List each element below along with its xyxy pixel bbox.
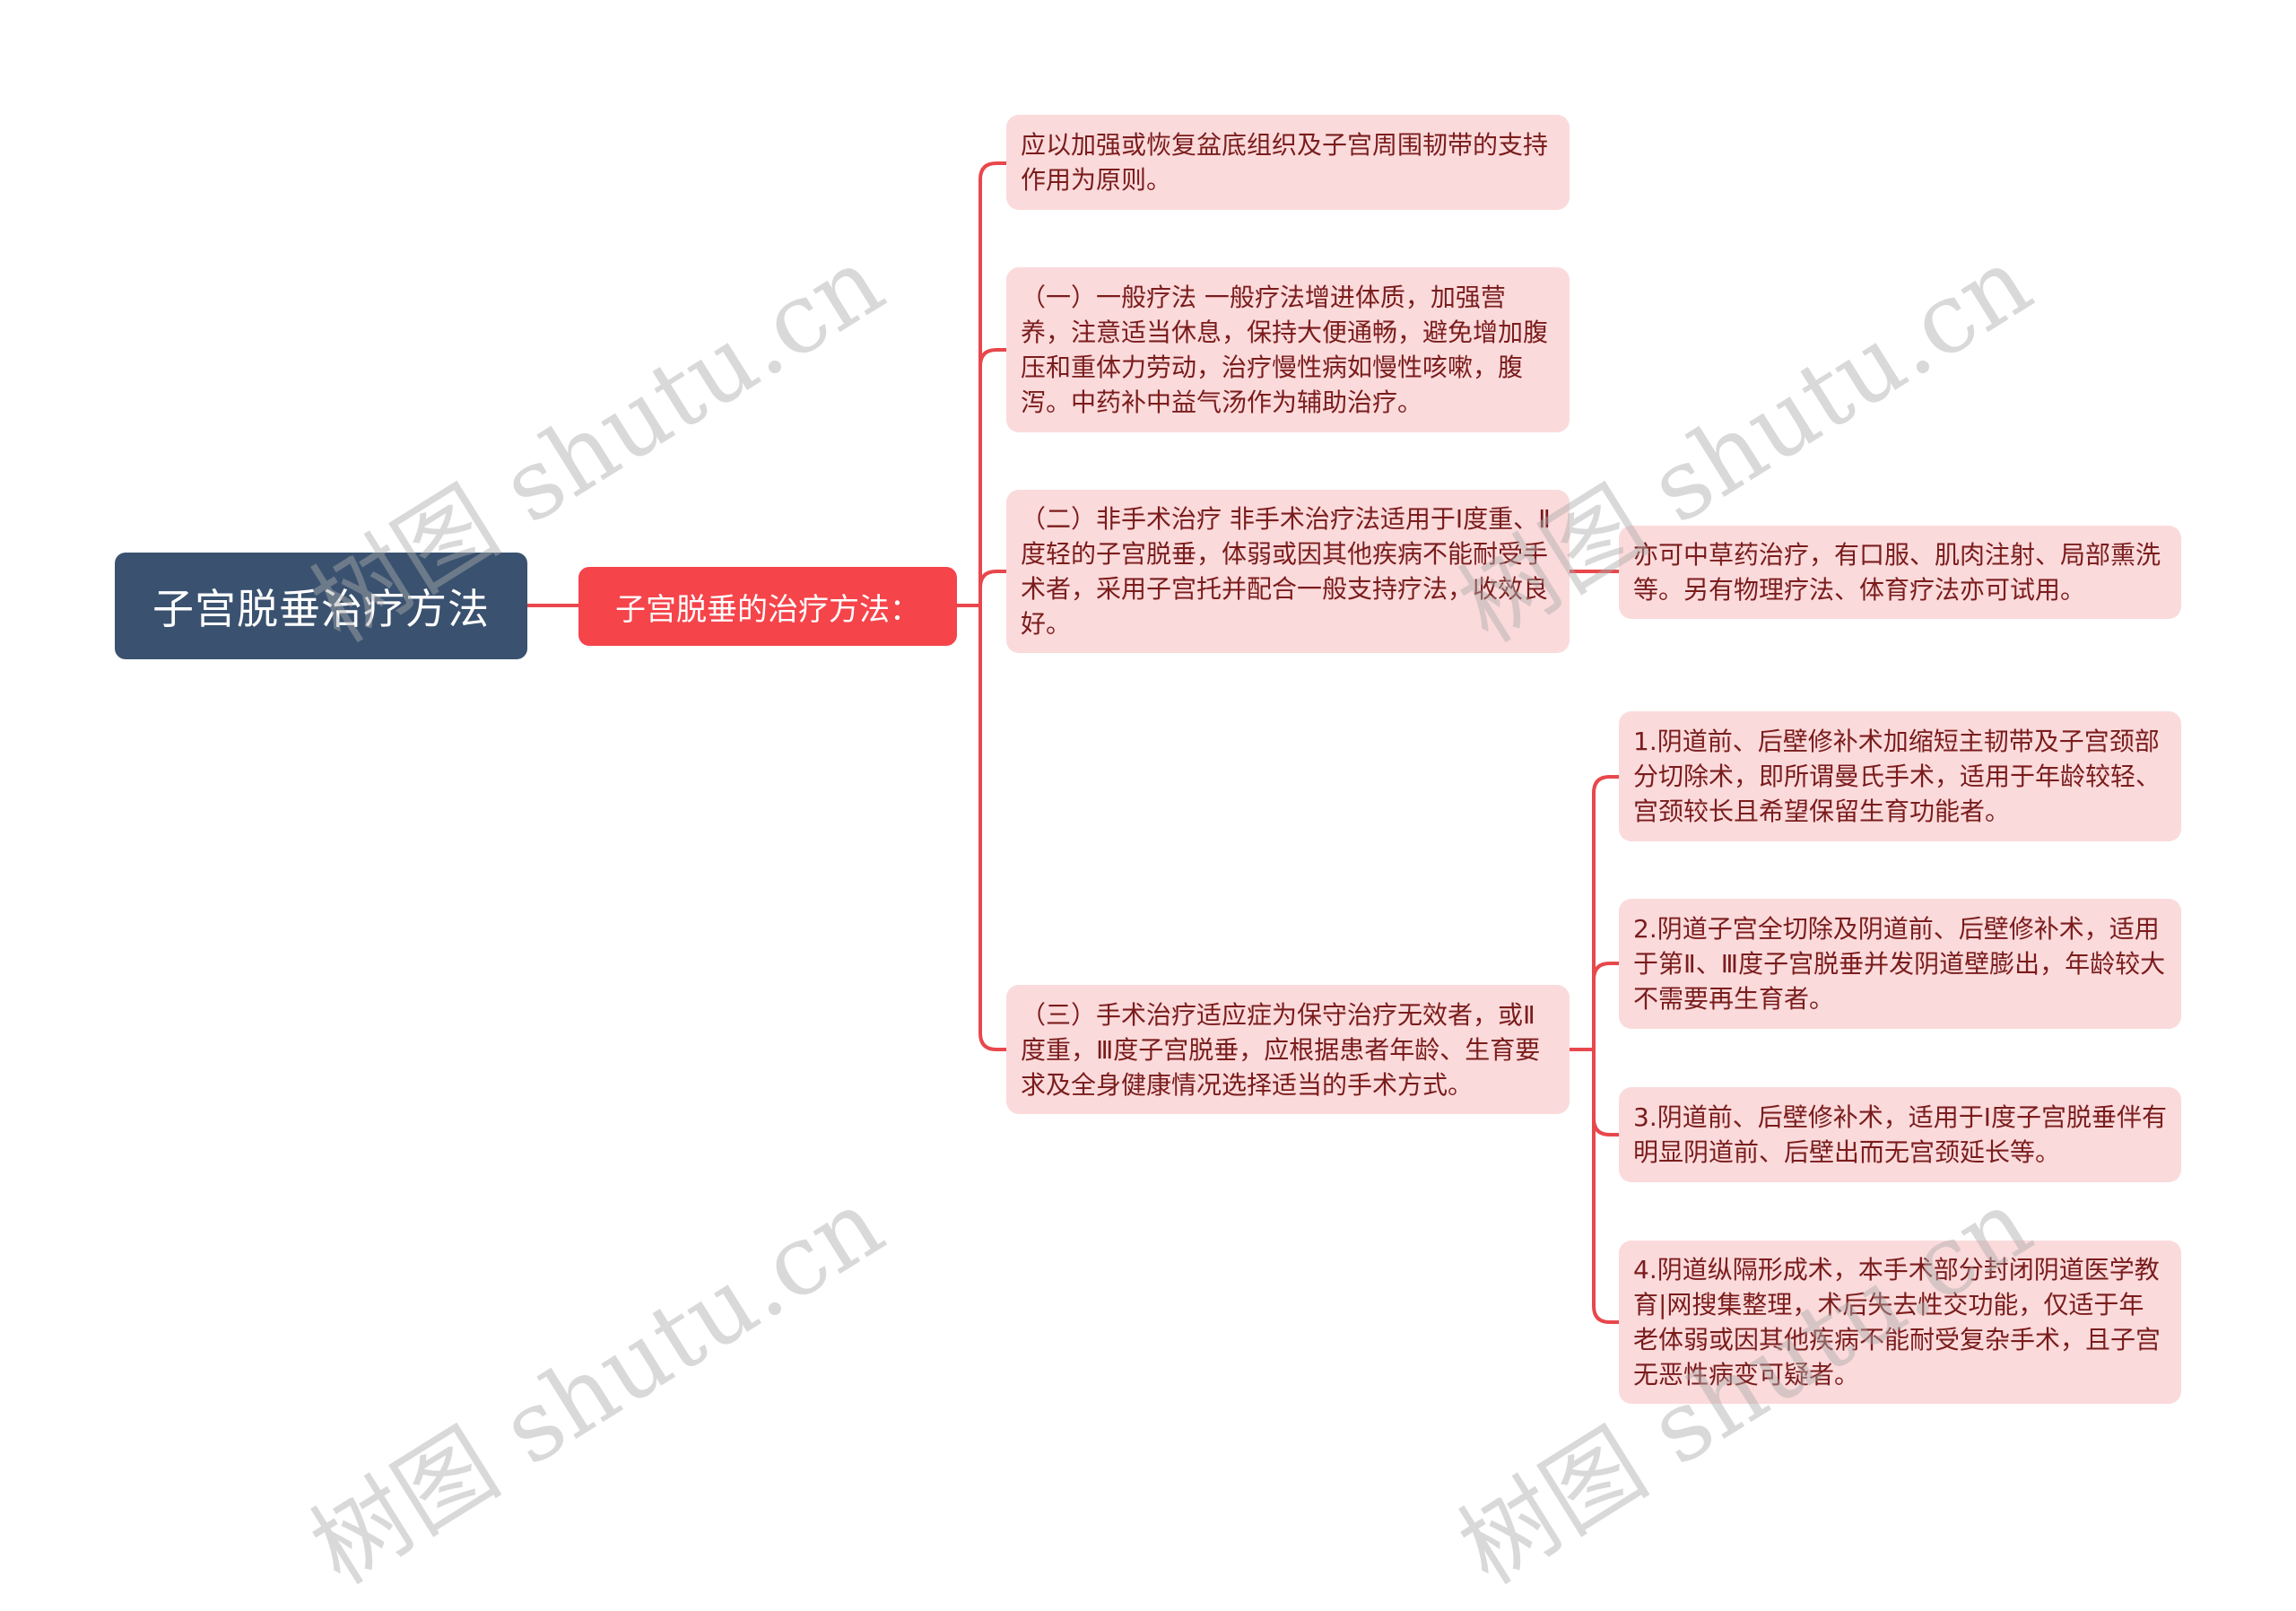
branch-node-label: 子宫脱垂的治疗方法： bbox=[615, 591, 920, 628]
branch-node[interactable]: 子宫脱垂的治疗方法： bbox=[578, 567, 957, 646]
surgery-item-2[interactable]: 2.阴道子宫全切除及阴道前、后壁修补术，适用于第Ⅱ、Ⅲ度子宫脱垂并发阴道壁膨出，… bbox=[1619, 899, 2181, 1029]
sub-node-herbal[interactable]: 亦可中草药治疗，有口服、肌肉注射、局部熏洗等。另有物理疗法、体育疗法亦可试用。 bbox=[1619, 526, 2181, 619]
root-node[interactable]: 子宫脱垂治疗方法 bbox=[115, 553, 527, 659]
sub-node-text: 亦可中草药治疗，有口服、肌肉注射、局部熏洗等。另有物理疗法、体育疗法亦可试用。 bbox=[1633, 540, 2161, 605]
mindmap-canvas: 子宫脱垂治疗方法 子宫脱垂的治疗方法： 应以加强或恢复盆底组织及子宫周围韧带的支… bbox=[115, 115, 2181, 1606]
child-node-text: （一）一般疗法 一般疗法增进体质，加强营养，注意适当休息，保持大便通畅，避免增加… bbox=[1021, 283, 1549, 417]
connector-lines bbox=[526, 161, 1621, 1324]
surgery-item-3[interactable]: 3.阴道前、后壁修补术，适用于Ⅰ度子宫脱垂伴有明显阴道前、后壁出而无宫颈延长等。 bbox=[1619, 1087, 2181, 1182]
child-node-principle[interactable]: 应以加强或恢复盆底组织及子宫周围韧带的支持作用为原则。 bbox=[1006, 115, 1570, 210]
child-node-surgical[interactable]: （三）手术治疗适应症为保守治疗无效者，或Ⅱ度重，Ⅲ度子宫脱垂，应根据患者年龄、生… bbox=[1006, 985, 1570, 1114]
surgery-item-4[interactable]: 4.阴道纵隔形成术，本手术部分封闭阴道医学教育|网搜集整理，术后失去性交功能，仅… bbox=[1619, 1241, 2181, 1404]
surgery-item-text: 3.阴道前、后壁修补术，适用于Ⅰ度子宫脱垂伴有明显阴道前、后壁出而无宫颈延长等。 bbox=[1633, 1102, 2167, 1167]
child-node-non-surgical[interactable]: （二）非手术治疗 非手术治疗法适用于Ⅰ度重、Ⅱ度轻的子宫脱垂，体弱或因其他疾病不… bbox=[1006, 490, 1570, 653]
surgery-item-text: 1.阴道前、后壁修补术加缩短主韧带及子宫颈部分切除术，即所谓曼氏手术，适用于年龄… bbox=[1633, 727, 2161, 826]
surgery-item-1[interactable]: 1.阴道前、后壁修补术加缩短主韧带及子宫颈部分切除术，即所谓曼氏手术，适用于年龄… bbox=[1619, 711, 2181, 841]
surgery-item-text: 4.阴道纵隔形成术，本手术部分封闭阴道医学教育|网搜集整理，术后失去性交功能，仅… bbox=[1633, 1255, 2161, 1389]
child-node-text: 应以加强或恢复盆底组织及子宫周围韧带的支持作用为原则。 bbox=[1021, 130, 1549, 195]
root-node-label: 子宫脱垂治疗方法 bbox=[152, 584, 490, 633]
child-node-text: （三）手术治疗适应症为保守治疗无效者，或Ⅱ度重，Ⅲ度子宫脱垂，应根据患者年龄、生… bbox=[1021, 999, 1541, 1100]
child-node-general-therapy[interactable]: （一）一般疗法 一般疗法增进体质，加强营养，注意适当休息，保持大便通畅，避免增加… bbox=[1006, 267, 1570, 432]
surgery-item-text: 2.阴道子宫全切除及阴道前、后壁修补术，适用于第Ⅱ、Ⅲ度子宫脱垂并发阴道壁膨出，… bbox=[1633, 914, 2166, 1014]
child-node-text: （二）非手术治疗 非手术治疗法适用于Ⅰ度重、Ⅱ度轻的子宫脱垂，体弱或因其他疾病不… bbox=[1021, 504, 1551, 639]
